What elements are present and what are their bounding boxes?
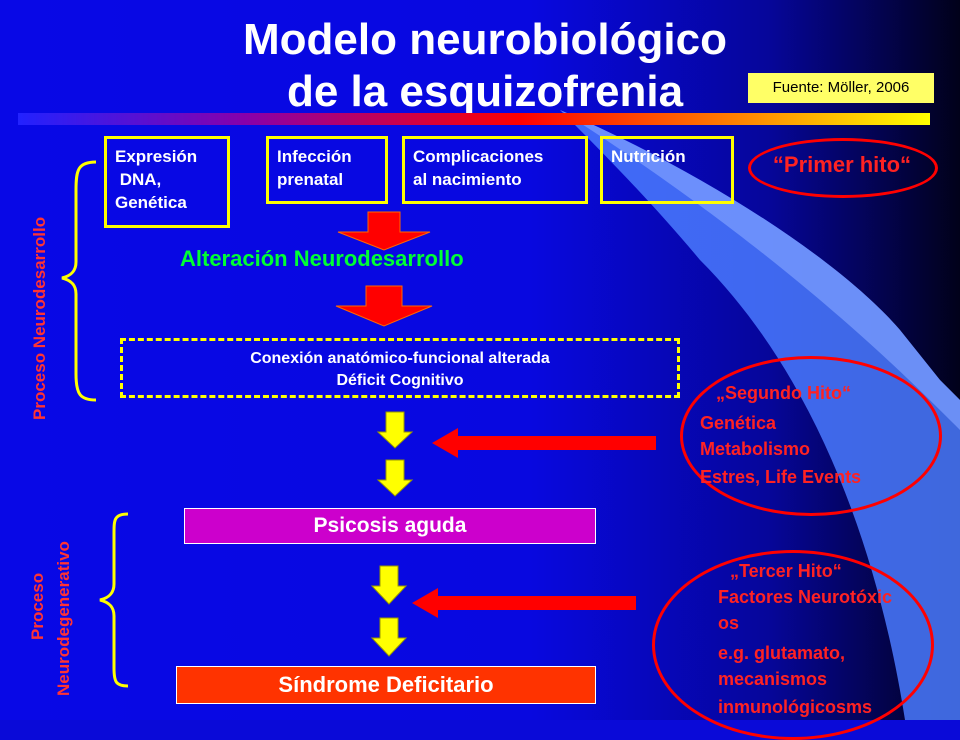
yellow-down-arrow-3 bbox=[370, 565, 408, 605]
segundo-hito-line: Genética bbox=[700, 413, 777, 433]
box-complicaciones: Complicaciones al nacimiento bbox=[402, 136, 588, 204]
conexion-box: Conexión anatómico-funcional alterada Dé… bbox=[120, 338, 680, 398]
tercer-hito-line: os bbox=[718, 613, 740, 633]
proceso-neurodesarrollo-label: Proceso Neurodesarrollo bbox=[30, 216, 49, 420]
bracket-neurodegenerativo bbox=[99, 512, 129, 688]
red-left-arrow-2 bbox=[412, 588, 636, 618]
segundo-hito-line: Metabolismo bbox=[700, 439, 811, 459]
box-line: Infección bbox=[277, 147, 352, 166]
tercer-hito-title: „Tercer Hito“ bbox=[730, 561, 842, 581]
arrows-layer bbox=[61, 160, 656, 688]
tercer-hito-line: mecanismos bbox=[718, 669, 828, 689]
box-nutricion: Nutrición bbox=[600, 136, 734, 204]
tercer-hito-line: Factores Neurotóxic bbox=[718, 587, 893, 607]
yellow-down-arrow-4 bbox=[370, 617, 408, 657]
conexion-line-2: Déficit Cognitivo bbox=[336, 372, 464, 389]
segundo-hito-line: Estres, Life Events bbox=[700, 467, 862, 487]
primer-hito: “Primer hito“ bbox=[748, 138, 936, 198]
source-label: Fuente: Möller, 2006 bbox=[748, 73, 934, 103]
primer-hito-label: “Primer hito“ bbox=[772, 152, 912, 177]
tercer-hito-line: e.g. glutamato, bbox=[718, 643, 846, 663]
sindrome-deficitario-box: Síndrome Deficitario bbox=[176, 666, 596, 704]
box-line: al nacimiento bbox=[413, 170, 522, 189]
box-line: Nutrición bbox=[611, 147, 686, 166]
box-line: Complicaciones bbox=[413, 147, 544, 166]
proceso-neurodegenerativo-label-2: Neurodegenerativo bbox=[54, 541, 73, 696]
yellow-down-arrow-2 bbox=[376, 459, 414, 497]
box-line: Genética bbox=[115, 193, 187, 212]
tercer-hito-line: inmunológicosms bbox=[718, 697, 873, 717]
yellow-down-arrow-1 bbox=[376, 411, 414, 449]
primer-hito-ellipse bbox=[748, 138, 938, 198]
proceso-neurodegenerativo-label-1: Proceso bbox=[28, 572, 47, 640]
box-line: Expresión bbox=[115, 147, 198, 166]
psicosis-aguda-box: Psicosis aguda bbox=[184, 508, 596, 544]
slide-title: Modelo neurobiológico de la esquizofreni… bbox=[190, 14, 780, 118]
alteracion-neurodesarrollo-label: Alteración Neurodesarrollo bbox=[180, 246, 464, 271]
title-underline-bar bbox=[18, 113, 930, 125]
box-infeccion: Infección prenatal bbox=[266, 136, 388, 204]
title-line-1: Modelo neurobiológico bbox=[243, 15, 727, 64]
box-genetica: Expresión DNA, Genética bbox=[104, 136, 230, 228]
red-down-arrow-1 bbox=[337, 211, 431, 251]
conexion-line-1: Conexión anatómico-funcional alterada bbox=[250, 350, 550, 367]
box-line: prenatal bbox=[277, 170, 344, 189]
segundo-hito-title: „Segundo Hito“ bbox=[716, 383, 851, 403]
segundo-hito-ellipse bbox=[680, 356, 942, 516]
title-line-2: de la esquizofrenia bbox=[286, 67, 684, 116]
box-line: DNA, bbox=[115, 170, 162, 189]
red-left-arrow-1 bbox=[432, 428, 656, 458]
red-down-arrow-2 bbox=[335, 285, 433, 327]
bracket-neurodesarrollo bbox=[61, 160, 97, 402]
